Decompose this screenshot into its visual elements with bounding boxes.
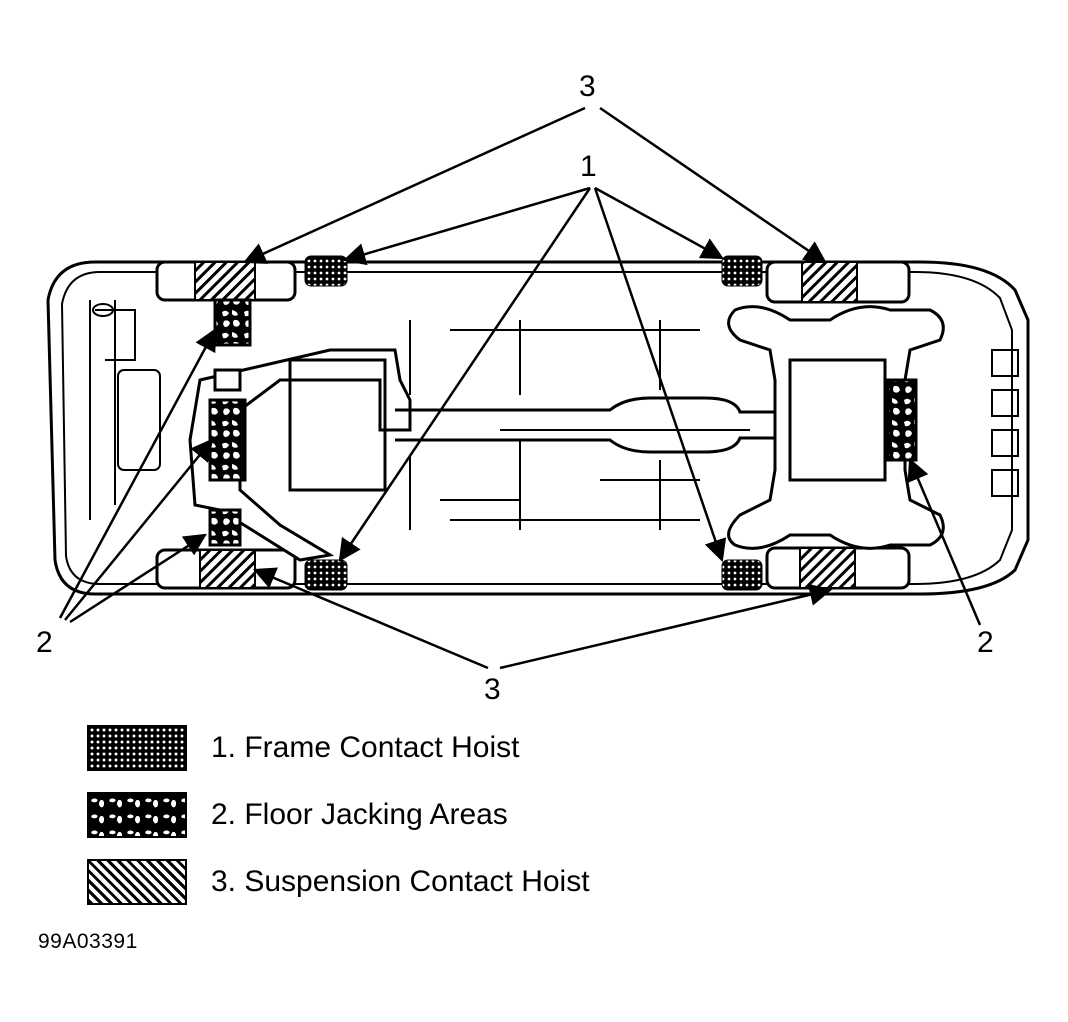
vehicle-underside-diagram — [46, 106, 1030, 670]
body-outline — [46, 260, 1030, 596]
suspension-contact-swatch — [87, 859, 187, 905]
legend-item-frame-contact: 1. Frame Contact Hoist — [87, 725, 647, 771]
callout-3-top: 3 — [579, 70, 596, 103]
rear-spare-area — [89, 300, 116, 520]
body-inner-outline — [60, 271, 1013, 585]
floor-pan-seams — [409, 320, 700, 530]
fuel-tank — [288, 358, 387, 492]
front-subframe — [727, 305, 945, 550]
exhaust-driveshaft — [395, 396, 790, 454]
callout-arrows — [58, 106, 982, 670]
legend-item-floor-jacking: 2. Floor Jacking Areas — [87, 792, 647, 838]
tailpipe — [95, 309, 136, 361]
muffler — [117, 369, 161, 471]
callout-2-left: 2 — [36, 626, 53, 659]
front-grille — [991, 349, 1019, 497]
car-body — [46, 260, 1030, 596]
frame-contact-points — [304, 255, 763, 591]
frame-contact-swatch — [87, 725, 187, 771]
legend-label: 3. Suspension Contact Hoist — [211, 865, 590, 898]
callout-2-right: 2 — [977, 626, 994, 659]
callout-1: 1 — [580, 150, 597, 183]
legend-item-suspension-contact: 3. Suspension Contact Hoist — [87, 859, 647, 905]
callout-3-bottom: 3 — [484, 673, 501, 706]
legend-label: 1. Frame Contact Hoist — [211, 731, 520, 764]
figure-id: 99A03391 — [38, 930, 138, 953]
suspension-contact-points — [194, 261, 858, 589]
rear-suspension — [188, 298, 412, 562]
floor-jacking-swatch — [87, 792, 187, 838]
legend-label: 2. Floor Jacking Areas — [211, 798, 508, 831]
